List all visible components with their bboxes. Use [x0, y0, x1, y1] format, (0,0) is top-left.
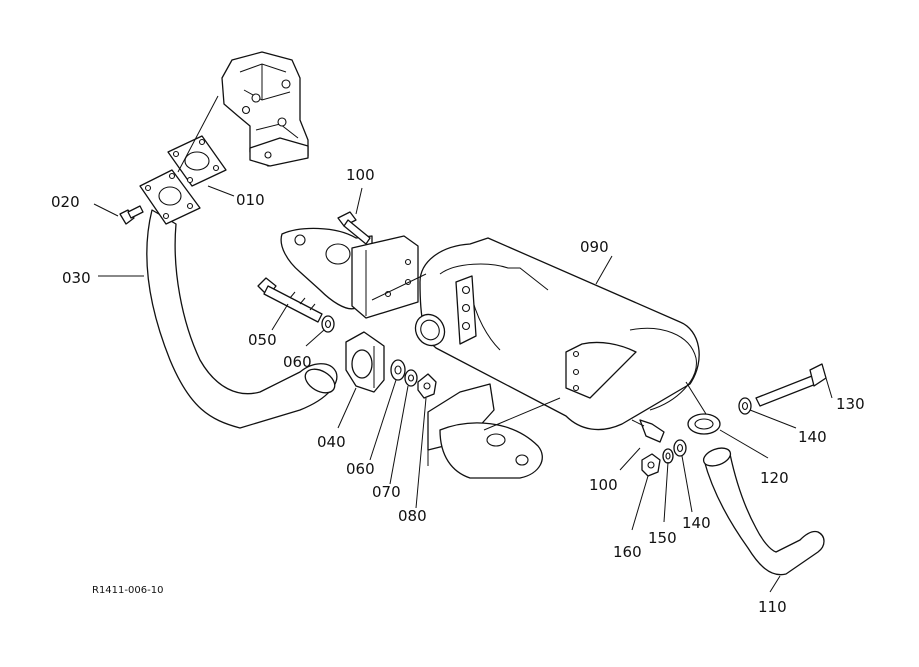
washer-140-right — [738, 397, 752, 415]
reference-code: R1411-006-10 — [92, 585, 163, 596]
upper-bracket — [280, 227, 419, 319]
washer-140-lower — [673, 439, 687, 457]
bolt-020 — [119, 205, 144, 225]
exhaust-manifold — [221, 51, 309, 167]
label-100-upper: 100 — [346, 166, 375, 184]
rubber-mount-040 — [345, 331, 385, 393]
label-020: 020 — [51, 193, 80, 211]
label-150: 150 — [648, 529, 677, 547]
nut-080 — [417, 373, 437, 399]
label-110: 110 — [758, 598, 787, 616]
label-140-lower: 140 — [682, 514, 711, 532]
clamp-120 — [687, 413, 721, 435]
washer-070 — [404, 369, 418, 387]
label-010: 010 — [236, 191, 265, 209]
lower-bracket — [427, 383, 543, 479]
label-050: 050 — [248, 331, 277, 349]
label-090: 090 — [580, 238, 609, 256]
leader-lines — [93, 95, 833, 593]
bolt-130 — [755, 363, 827, 407]
label-070: 070 — [372, 483, 401, 501]
exhaust-pipe-030 — [139, 169, 338, 429]
label-140-right: 140 — [798, 428, 827, 446]
label-060-lower: 060 — [346, 460, 375, 478]
washer-060-upper — [321, 315, 335, 333]
label-120: 120 — [760, 469, 789, 487]
label-040: 040 — [317, 433, 346, 451]
label-130: 130 — [836, 395, 865, 413]
washer-060-lower — [390, 359, 406, 381]
part-labels: 010 020 030 040 050 060 060 070 080 090 … — [51, 166, 865, 616]
nut-160 — [641, 453, 661, 477]
muffler-090 — [414, 237, 700, 431]
washer-150 — [662, 448, 674, 464]
label-030: 030 — [62, 269, 91, 287]
tail-pipe-110 — [702, 447, 825, 576]
bolt-050 — [257, 277, 323, 323]
label-100-lower: 100 — [589, 476, 618, 494]
gasket-010 — [167, 135, 227, 187]
label-080: 080 — [398, 507, 427, 525]
label-160: 160 — [613, 543, 642, 561]
bolt-100-lower — [631, 419, 665, 443]
label-060-upper: 060 — [283, 353, 312, 371]
bolt-100-upper — [337, 211, 371, 245]
